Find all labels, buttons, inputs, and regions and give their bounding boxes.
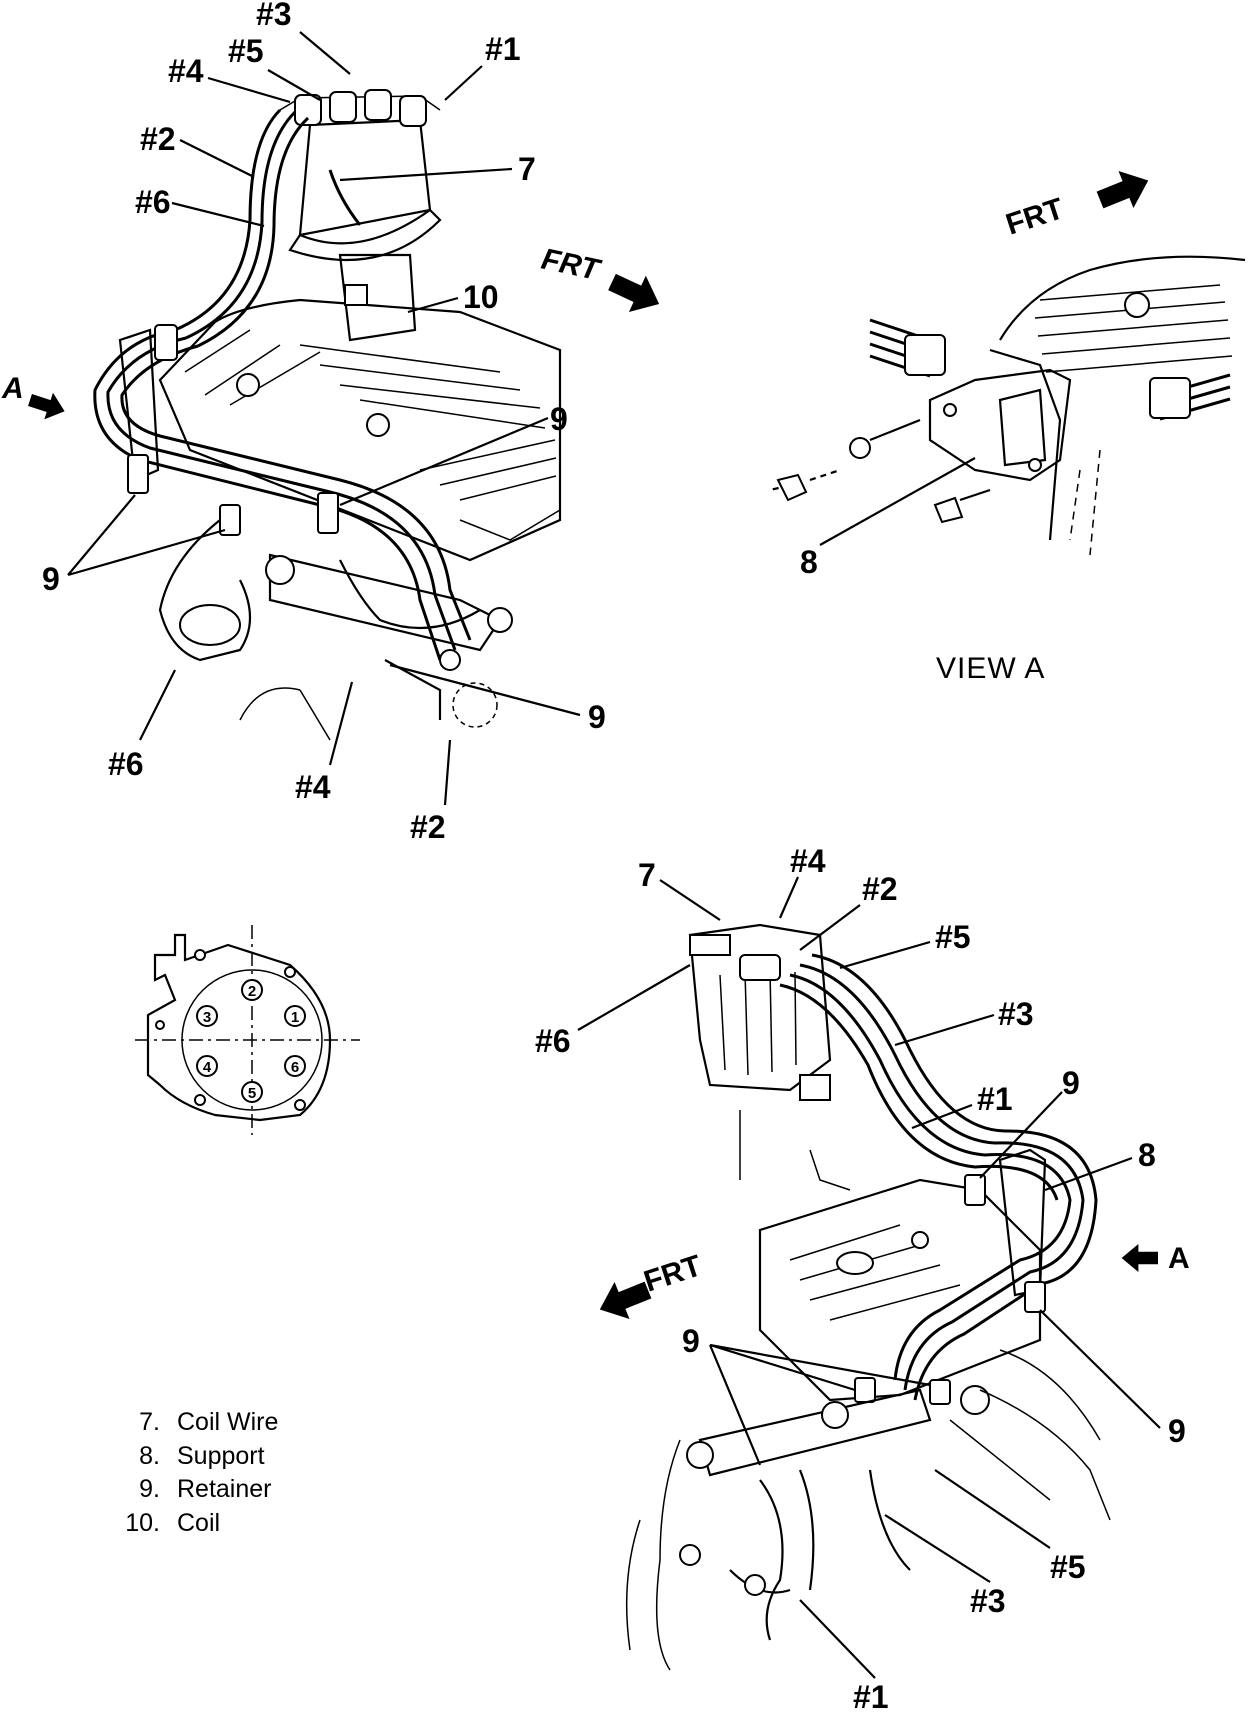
label-top-frt: FRT xyxy=(539,243,605,288)
legend-num-8: 8. xyxy=(139,1442,160,1470)
label-top-#2: #2 xyxy=(140,121,176,157)
svg-text:4: 4 xyxy=(203,1059,212,1076)
svg-text:3: 3 xyxy=(203,1009,211,1026)
svg-text:5: 5 xyxy=(248,1085,256,1102)
terminal-3: 3 xyxy=(196,1005,218,1027)
bottom-callouts: 7 #4 #2 #5 #6 #3 #1 9 8 A FRT 9 9 #5 #3 … xyxy=(535,843,1190,1715)
legend-text-coil-wire: Coil Wire xyxy=(177,1408,278,1436)
terminal-5: 5 xyxy=(241,1081,263,1103)
bottom-engine-view xyxy=(625,923,1111,1671)
label-bottom-#3: #3 xyxy=(998,996,1034,1032)
label-bottom-8: 8 xyxy=(1138,1137,1156,1173)
label-bottom-9a: 9 xyxy=(1062,1065,1080,1101)
label-top-9a: 9 xyxy=(550,401,568,437)
label-bottom-#6: #6 xyxy=(535,1023,571,1059)
label-top-a: A xyxy=(1,372,24,405)
label-bottom-7: 7 xyxy=(638,857,656,893)
top-engine-view xyxy=(93,89,562,741)
arrow-icon xyxy=(25,386,69,425)
label-top-9b: 9 xyxy=(42,561,60,597)
legend-text-coil: Coil xyxy=(177,1509,220,1537)
label-top-#4: #4 xyxy=(168,53,204,89)
legend-num-10: 10. xyxy=(125,1509,160,1537)
terminal-4: 4 xyxy=(196,1055,218,1077)
label-bottom-#5-lower: #5 xyxy=(1050,1549,1086,1585)
label-top-7: 7 xyxy=(518,151,536,187)
terminal-6: 6 xyxy=(284,1055,306,1077)
arrow-icon xyxy=(1121,1244,1158,1272)
view-a-callouts: FRT 8 VIEW A xyxy=(800,161,1156,685)
label-bottom-#1: #1 xyxy=(977,1081,1013,1117)
view-a-title: VIEW A xyxy=(936,652,1045,685)
legend-text-retainer: Retainer xyxy=(177,1475,272,1503)
legend-text-support: Support xyxy=(177,1442,265,1470)
label-top-#1: #1 xyxy=(485,31,521,67)
label-top-#6-lower: #6 xyxy=(108,746,144,782)
label-top-#3: #3 xyxy=(256,0,292,32)
label-top-#2-lower: #2 xyxy=(410,809,446,845)
terminal-2: 2 xyxy=(241,979,263,1001)
arrow-icon xyxy=(603,263,668,323)
label-top-#6: #6 xyxy=(135,184,171,220)
label-bottom-a: A xyxy=(1168,1242,1190,1275)
label-top-10: 10 xyxy=(463,279,499,315)
label-bottom-frt: FRT xyxy=(640,1249,706,1298)
terminal-1: 1 xyxy=(284,1005,306,1027)
svg-text:1: 1 xyxy=(291,1009,299,1026)
label-top-9c: 9 xyxy=(588,699,606,735)
label-bottom-#1-lower: #1 xyxy=(853,1679,889,1715)
label-bottom-#2: #2 xyxy=(862,871,898,907)
legend-num-7: 7. xyxy=(139,1408,160,1436)
label-top-#4-lower: #4 xyxy=(295,769,331,805)
label-bottom-#4: #4 xyxy=(790,843,826,879)
label-bottom-#3-lower: #3 xyxy=(970,1583,1006,1619)
arrow-icon xyxy=(1092,161,1156,219)
svg-text:2: 2 xyxy=(248,983,256,1000)
view-a xyxy=(769,255,1246,556)
label-bottom-#5: #5 xyxy=(935,919,971,955)
distributor-cap-diagram: 2 3 1 4 6 5 xyxy=(135,925,360,1135)
label-viewa-frt: FRT xyxy=(1002,192,1068,241)
label-bottom-9c: 9 xyxy=(1168,1413,1186,1449)
label-viewa-8: 8 xyxy=(800,544,818,580)
label-top-#5: #5 xyxy=(228,33,264,69)
legend-num-9: 9. xyxy=(139,1475,160,1503)
svg-text:6: 6 xyxy=(291,1059,299,1076)
legend: 7. Coil Wire 8. Support 9. Retainer 10. … xyxy=(125,1408,278,1537)
label-bottom-9b: 9 xyxy=(682,1323,700,1359)
